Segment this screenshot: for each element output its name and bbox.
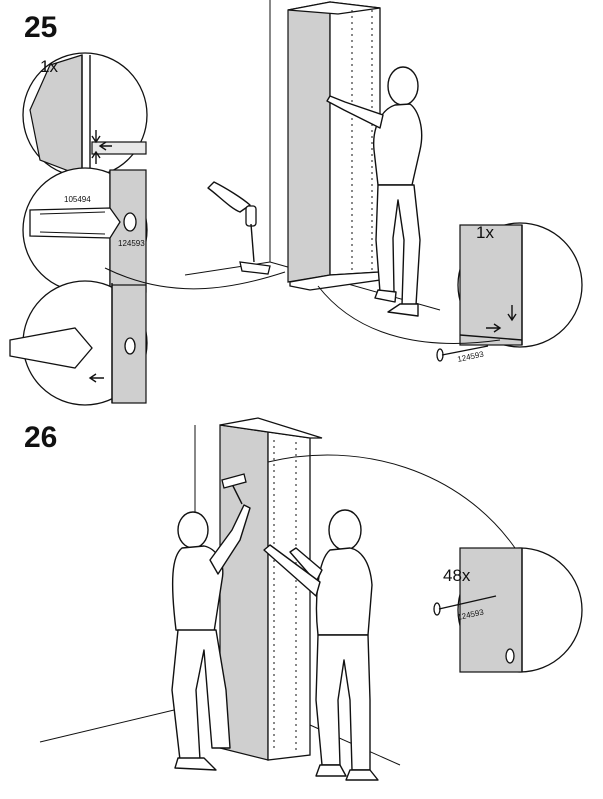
- part-number-nail: 124593: [118, 239, 145, 248]
- person-holding-frame: [263, 509, 379, 781]
- arrow-icon: [88, 373, 104, 383]
- wall-plug-icon: [29, 207, 121, 239]
- arrow-icon: [91, 130, 101, 144]
- wardrobe-frame: [287, 1, 381, 291]
- hammer-icon: [207, 181, 271, 275]
- callout-48x: 48x: [443, 547, 583, 673]
- step-26: 26: [24, 417, 583, 781]
- person-holding-frame: [326, 66, 423, 317]
- callout-1x-top: 1x: [22, 52, 148, 178]
- quantity-label: 1x: [476, 223, 494, 242]
- callout-wall-plug: 105494 124593: [22, 167, 148, 293]
- step-number-26: 26: [24, 421, 57, 454]
- arrow-icon: [98, 141, 112, 151]
- callout-plug-inserted: [9, 280, 148, 406]
- person-with-hammer: [171, 473, 251, 771]
- callout-1x-right: 1x: [457, 222, 583, 348]
- arrow-icon: [91, 150, 101, 164]
- hammer-icon: [221, 473, 247, 505]
- quantity-label: 48x: [443, 566, 471, 585]
- wardrobe-frame: [219, 417, 323, 761]
- arrow-icon: [507, 305, 517, 322]
- quantity-label: 1x: [40, 57, 58, 76]
- nail-icon: 124593: [436, 345, 489, 364]
- step-25: 25: [9, 0, 583, 406]
- arrow-icon: [486, 323, 502, 333]
- part-number-wall-plug: 105494: [64, 195, 91, 204]
- step-number-25: 25: [24, 11, 57, 44]
